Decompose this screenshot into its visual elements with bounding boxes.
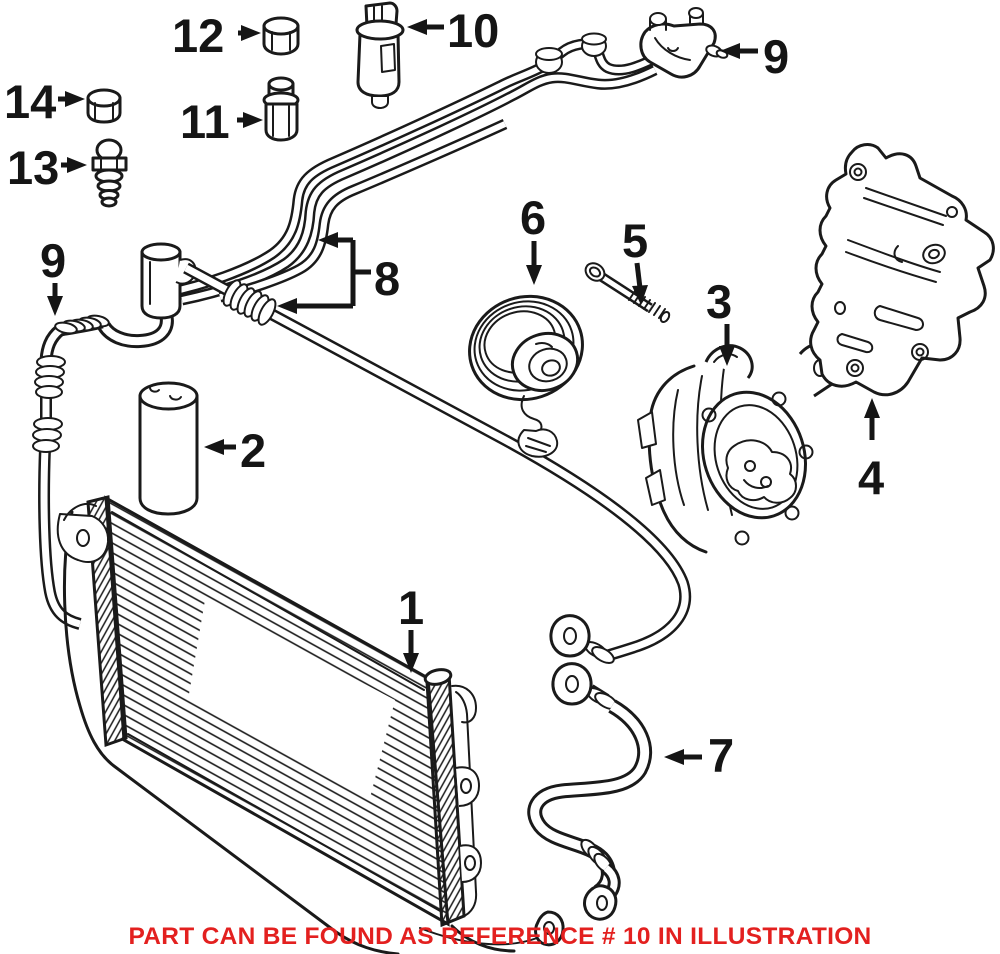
clutch-pulley [468,294,584,458]
pipe-stub-fitting [535,32,607,74]
callout-1: 1 [398,581,424,673]
callout-2: 2 [204,424,266,477]
compressor [637,342,844,554]
reference-caption: PART CAN BE FOUND AS REFERENCE # 10 IN I… [128,923,871,950]
callout-7: 7 [664,729,734,782]
callout-14-label: 14 [4,75,56,128]
hose-upper-eyelet [549,614,615,664]
callout-11-label: 11 [180,95,230,148]
callout-4-label: 4 [858,451,884,504]
callout-14: 14 [4,75,85,128]
condenser [32,312,516,954]
callout-13: 13 [7,141,87,194]
callout-9-hose-label: 9 [40,234,66,287]
condenser-outlet-eyelet [419,910,565,947]
callout-9-pipe-label: 9 [763,30,789,83]
callout-3-label: 3 [706,275,732,328]
receiver-drier [138,381,199,516]
callout-13-label: 13 [7,141,59,194]
callout-8-label: 8 [374,252,400,305]
callout-10: 10 [407,4,499,57]
callout-2-label: 2 [240,424,266,477]
callout-9-hose: 9 [40,234,66,316]
callout-9-pipe: 9 [720,30,789,83]
callout-6: 6 [520,191,546,285]
condenser-outer-frame [62,510,400,954]
callout-5-label: 5 [622,214,648,267]
cap-fitting-14 [86,88,122,124]
callout-7-label: 7 [708,729,734,782]
callout-1-label: 1 [398,581,424,634]
compressor-hub [725,439,797,504]
callout-5: 5 [622,214,648,305]
assembly-bolt-stub [649,7,704,31]
discharge-hose [419,614,653,947]
pipe-to-compressor [183,262,692,662]
pressure-switch [355,1,405,109]
grease-fitting-13 [91,138,128,208]
valve-fitting-11 [262,76,300,142]
callout-4: 4 [858,398,884,504]
compressor-bracket [809,143,995,397]
clutch-wire [517,395,559,458]
condenser-top-bracket [56,502,110,563]
callout-3: 3 [706,275,735,366]
callout-6-label: 6 [520,191,546,244]
callout-12: 12 [172,9,261,62]
pipe-bundle-8 [164,32,663,306]
callouts: 1 2 3 4 5 6 7 [4,4,884,782]
mounting-bolt [584,262,671,323]
callout-12-label: 12 [172,9,224,62]
pipe-assembly-9 [639,7,729,79]
condenser-right-bracket [451,684,482,918]
callout-11: 11 [180,95,263,148]
hose-lower-fitting [580,838,621,921]
cap-fitting-12 [262,16,300,56]
callout-8: 8 [277,232,400,314]
pipe-corrugation [222,279,277,326]
callout-10-label: 10 [447,4,499,57]
pipe-junction [140,242,197,320]
hose-second-eyelet [551,662,618,710]
